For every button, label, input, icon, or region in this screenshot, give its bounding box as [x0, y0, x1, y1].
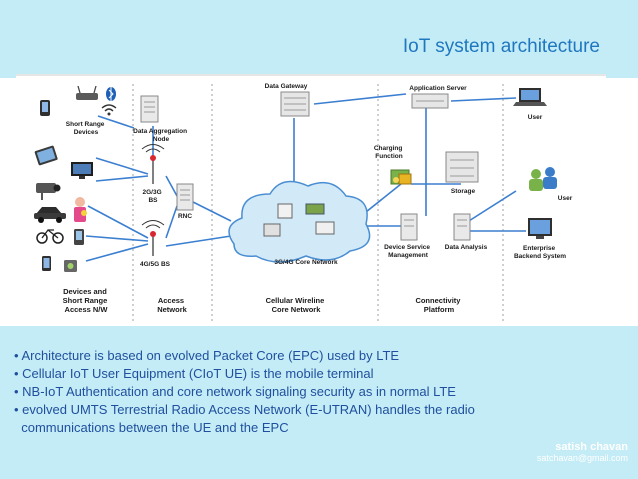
column-label-cellular: Cellular Wireline Core Network	[266, 296, 327, 314]
user-laptop-icon	[513, 88, 547, 106]
column-label-devices: Devices and Short Range Access N/W	[63, 287, 110, 314]
data-gateway-label: Data Gateway	[265, 83, 308, 90]
charging-function-label: Charging Function	[374, 145, 404, 160]
bullet-item: • Cellular IoT User Equipment (CIoT UE) …	[14, 366, 374, 381]
bs-4g5g-tower-icon	[141, 220, 165, 256]
smart-tv-icon	[71, 162, 93, 179]
enterprise-backend-icon	[528, 218, 552, 239]
bullet-item: • Architecture is based on evolved Packe…	[14, 348, 400, 363]
router-device	[76, 85, 98, 100]
bicycle-icon	[36, 229, 64, 244]
handheld-device-icon	[74, 229, 84, 245]
device-service-management-label: Device Service Management	[384, 244, 432, 259]
storage-label: Storage	[451, 188, 476, 195]
camera-icon	[36, 183, 61, 200]
application-server	[411, 93, 449, 109]
device-service-management-server	[400, 213, 418, 241]
tablet-icon	[34, 145, 58, 166]
data-analysis-label: Data Analysis	[445, 244, 488, 251]
data-gateway-server	[280, 91, 310, 117]
bullet-item: • evolved UMTS Terrestrial Radio Access …	[14, 402, 475, 417]
storage-server	[445, 151, 479, 183]
enterprise-backend-label: Enterprise Backend System	[514, 245, 566, 260]
user-group-icon	[529, 167, 557, 191]
author-email: satchavan@gmail.com	[536, 453, 628, 463]
user-top-label: User	[528, 114, 543, 121]
rnc-server	[176, 183, 194, 211]
user-mid-label: User	[558, 195, 573, 202]
bullet-item: • NB-IoT Authentication and core network…	[14, 384, 456, 399]
column-label-connectivity: Connectivity Platform	[415, 296, 462, 314]
bluetooth-icon	[106, 87, 116, 101]
application-server-label: Application Server	[409, 85, 467, 92]
bullet-item: communications between the UE and the EP…	[14, 420, 289, 435]
author-signature: satish chavan satchavan@gmail.com	[537, 441, 628, 463]
sensor-device-icon	[64, 260, 77, 272]
column-label-access: Access Network	[157, 296, 187, 314]
data-aggregation-node-label: Data Aggregation Node	[133, 128, 189, 143]
bullet-list: • Architecture is based on evolved Packe…	[14, 347, 629, 437]
header-band	[0, 0, 638, 78]
short-range-devices-label: Short Range Devices	[66, 121, 106, 136]
data-aggregation-node	[140, 95, 159, 123]
wifi-icon	[101, 104, 117, 116]
smartphone-icon	[42, 256, 51, 271]
architecture-svg: Short Range Devices	[34, 83, 573, 324]
data-analysis-server	[453, 213, 471, 241]
bs-2g3g-tower-icon	[141, 144, 165, 184]
phone-icon	[40, 100, 50, 116]
core-network-cloud	[228, 180, 371, 263]
footer-band	[0, 326, 638, 479]
author-name: satish chavan	[555, 441, 628, 453]
bs-2g3g-label: 2G/3G BS	[143, 189, 164, 204]
column-dividers	[132, 84, 504, 324]
bs-4g5g-label: 4G/5G BS	[140, 261, 171, 268]
slide-title: IoT system architecture	[402, 36, 600, 57]
wearable-person-icon	[74, 197, 87, 222]
architecture-diagram: Short Range Devices	[16, 74, 606, 328]
car-icon	[34, 207, 66, 223]
charging-function-icon	[390, 169, 412, 185]
rnc-label: RNC	[178, 213, 192, 220]
core-network-label: 3G/4G Core Network	[274, 259, 338, 266]
